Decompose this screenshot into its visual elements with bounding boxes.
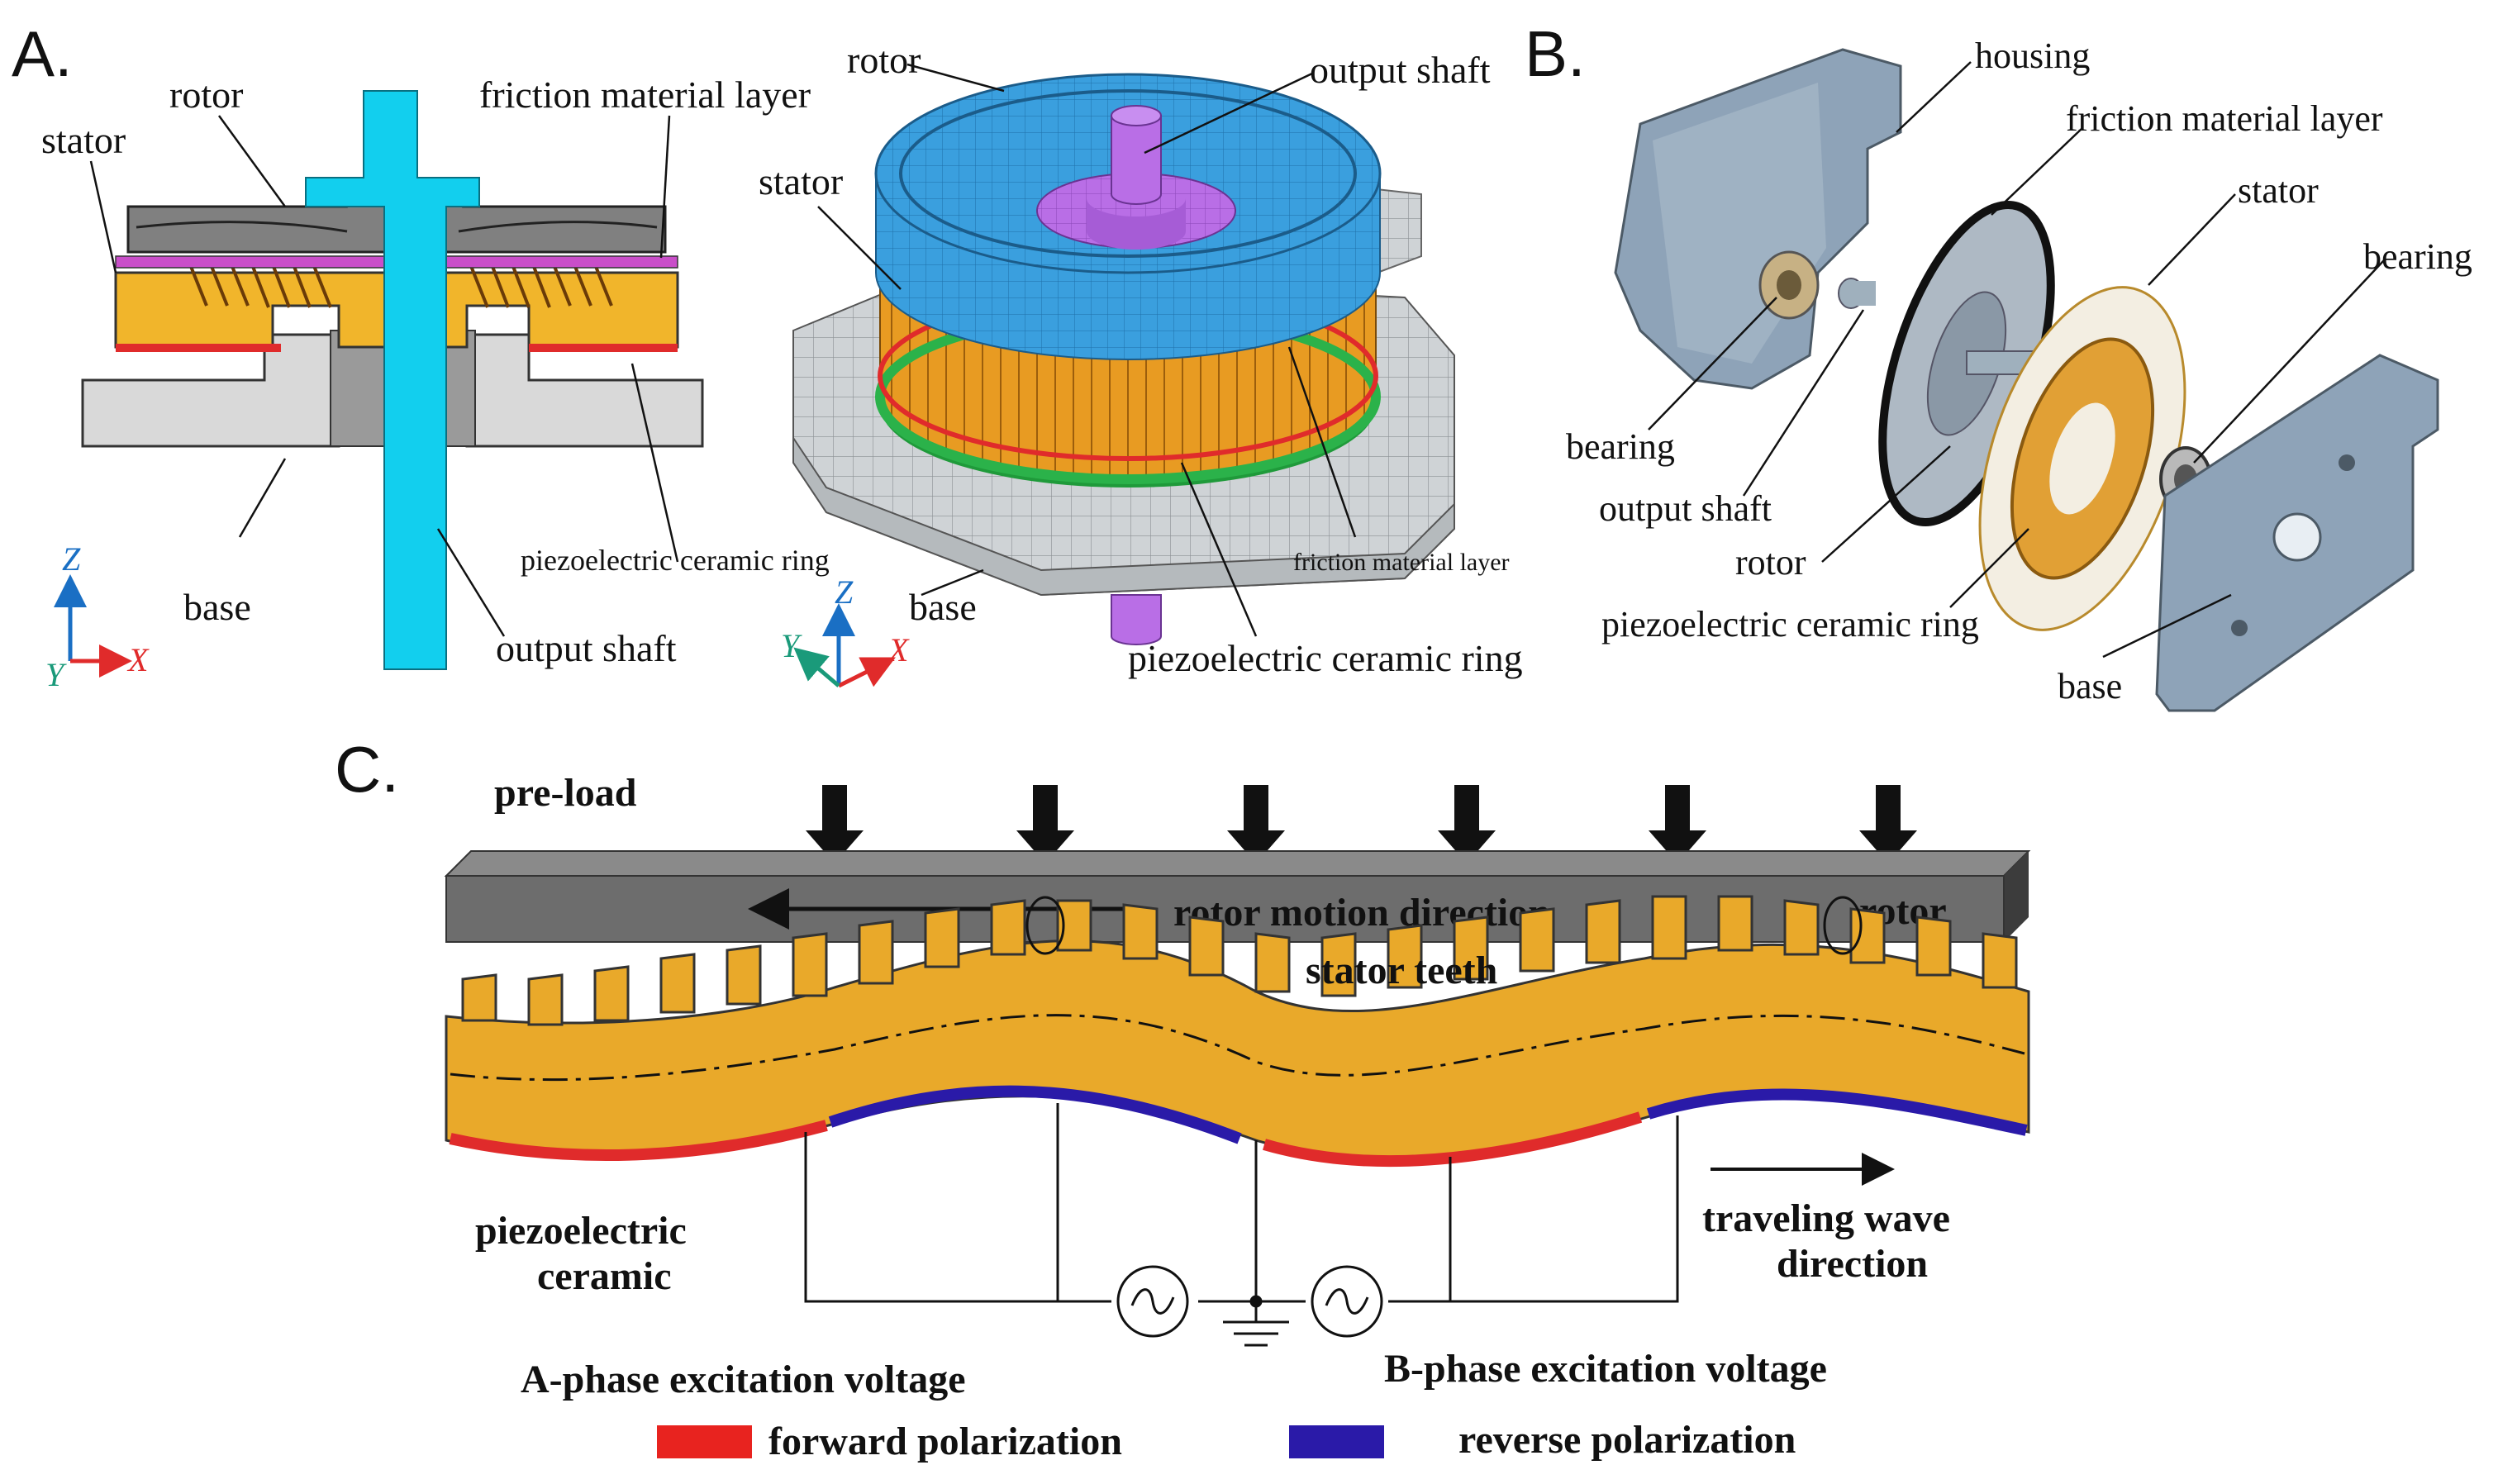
preload-arrow [806,785,864,863]
preload-arrow [1649,785,1706,863]
panel-c: C. pre-load rotor motion direction rotor [335,733,2031,1463]
panel-a: A. [12,17,830,693]
axis-triad-right: Z X Y [781,573,910,688]
preload-arrow [1016,785,1074,863]
preload-arrow [1227,785,1285,863]
label-b-output-shaft: output shaft [1599,488,1772,529]
legend-swatch-reverse [1289,1425,1384,1458]
label-3d-friction-material-layer: friction material layer [1293,549,1510,576]
output-shaft-section [305,90,480,670]
panel-a-right-leaders [817,63,1357,637]
cross-section-drawing [81,90,704,670]
label-output-shaft: output shaft [496,627,677,669]
stator-teeth-comb [188,264,613,308]
label-b-base: base [2058,666,2122,706]
axis-3d-y-label: Y [781,627,802,664]
legend-label-reverse: reverse polarization [1458,1418,1796,1462]
stator-teeth [461,895,2018,1026]
reverse-polarization-segment [1646,1088,2028,1136]
panel-a-3d-model: rotor output shaft stator base friction … [759,39,1523,688]
label-base: base [183,586,251,628]
label-traveling-wave: traveling wave [1702,1196,1950,1240]
panel-b-leaders [1648,61,2385,659]
reverse-polarization-segment [828,1085,1242,1144]
panel-b: B. [1525,17,2472,712]
label-b-friction-material-layer: friction material layer [2066,98,2383,139]
label-3d-output-shaft: output shaft [1310,49,1491,91]
axis-z-label: Z [62,540,81,578]
label-ceramic: ceramic [537,1254,672,1298]
excitation-circuit [804,1103,1679,1347]
label-3d-stator: stator [759,160,843,202]
panel-b-letter: B. [1525,17,1586,90]
label-b-phase-excitation-voltage: B-phase excitation voltage [1384,1347,1827,1391]
panel-c-letter: C. [335,733,399,806]
polarization-segments [449,1085,2028,1168]
label-piezoelectric-ceramic-ring: piezoelectric ceramic ring [521,544,830,577]
label-3d-rotor: rotor [847,39,921,81]
label-pre-load: pre-load [494,771,637,815]
axis-3d-z-label: Z [835,573,854,611]
label-b-piezoelectric-ceramic-ring: piezoelectric ceramic ring [1601,604,1979,644]
panel-a-letter: A. [12,17,73,90]
label-rotor-motion-direction: rotor motion direction [1173,891,1550,935]
axis-y-label: Y [45,656,67,693]
label-rotor: rotor [169,74,243,116]
preload-arrow [1438,785,1496,863]
axis-x-label: X [126,641,150,678]
label-direction: direction [1777,1242,1928,1286]
preload-arrow [1859,785,1917,863]
axis-triad-left: Z X Y [45,540,150,693]
axis-3d-x-label: X [887,631,910,668]
forward-polarization-segment [1263,1111,1643,1168]
label-3d-piezoelectric-ceramic-ring: piezoelectric ceramic ring [1128,637,1523,679]
legend-swatch-forward [657,1425,752,1458]
label-housing: housing [1975,36,2090,76]
label-friction-material-layer: friction material layer [479,74,811,116]
polarization-legend: forward polarization reverse polarizatio… [657,1418,1796,1463]
label-piezoelectric: piezoelectric [475,1209,687,1253]
label-3d-base: base [909,586,977,628]
mesh-output-shaft [1111,115,1162,205]
label-b-bearing-right: bearing [2363,236,2472,277]
panel-a-leaders [89,115,679,637]
label-b-bearing-left: bearing [1566,426,1675,467]
label-stator: stator [41,119,126,161]
label-b-stator: stator [2238,170,2319,211]
label-a-phase-excitation-voltage: A-phase excitation voltage [521,1358,966,1401]
legend-label-forward: forward polarization [768,1420,1122,1463]
preload-arrows [806,785,1917,863]
label-stator-teeth: stator teeth [1306,949,1497,992]
label-b-rotor: rotor [1735,542,1806,583]
forward-polarization-segment [449,1120,828,1162]
